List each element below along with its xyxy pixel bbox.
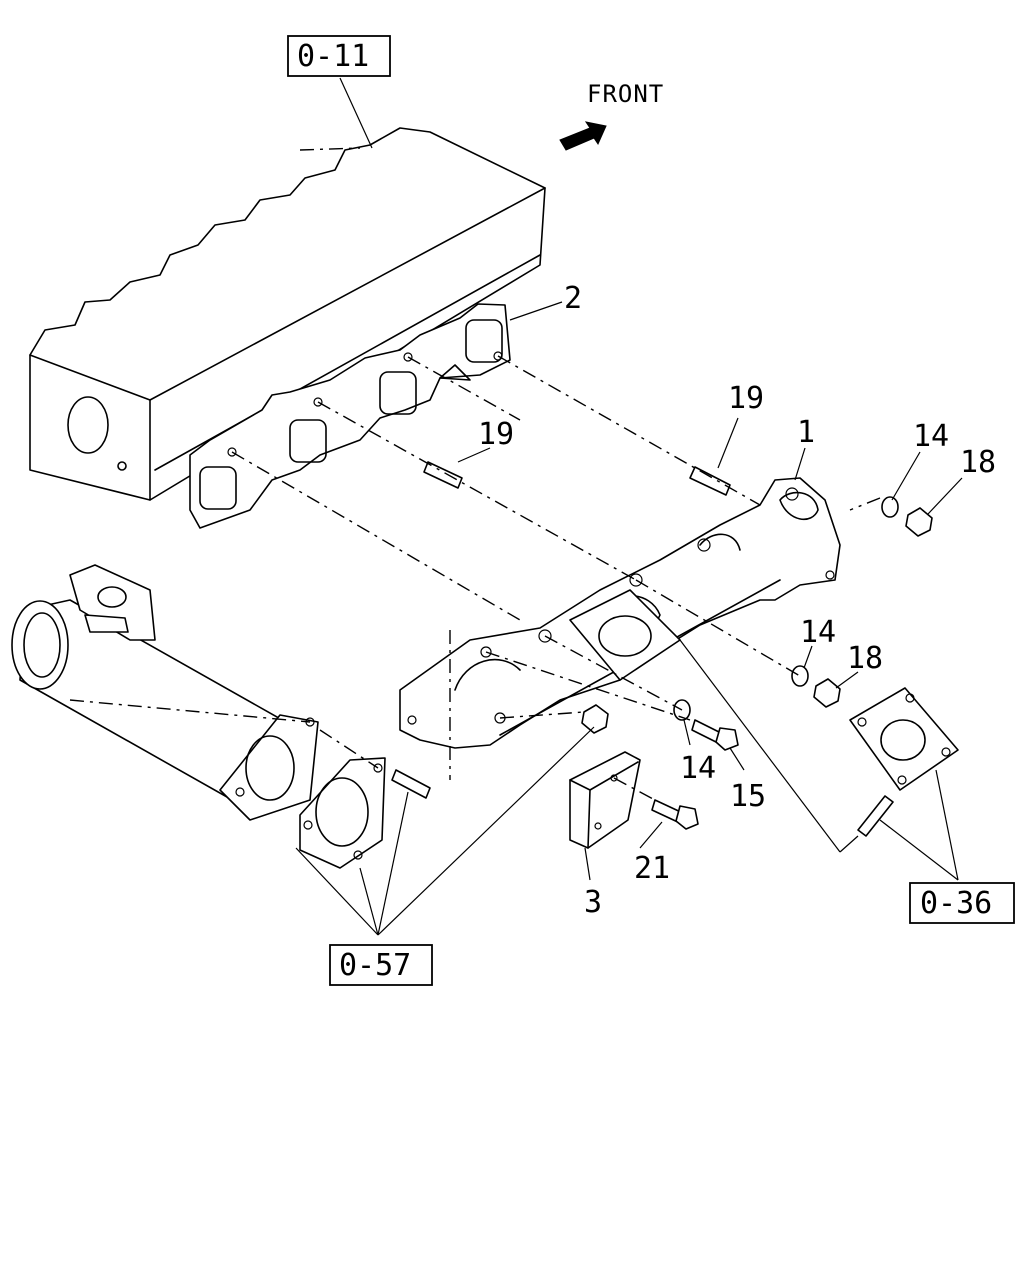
callout-21: 21 [634, 851, 670, 886]
nut-18-mid [813, 678, 841, 708]
stud-outlet [857, 795, 894, 837]
egr-cooler [11, 564, 386, 869]
front-label: FRONT [587, 80, 664, 108]
nut-18-top [905, 507, 933, 537]
callout-18-mid: 18 [847, 641, 883, 676]
front-arrow-icon [559, 121, 607, 151]
callout-19-right: 19 [728, 381, 764, 416]
assembly-centerlines [69, 147, 881, 801]
ref-top-label: 0-11 [297, 39, 369, 74]
callout-14-mid: 14 [800, 615, 836, 650]
front-direction: FRONT [559, 80, 664, 151]
outlet-gasket [849, 687, 959, 791]
reference-box-bottom-right: 0-36 [909, 882, 1015, 924]
callout-18-top: 18 [960, 445, 996, 480]
cylinder-head [29, 127, 546, 501]
exhaust-manifold [399, 477, 841, 749]
callout-1: 1 [797, 415, 815, 450]
callout-15: 15 [730, 779, 766, 814]
ref-bottom-right-label: 0-36 [920, 886, 992, 921]
stud-19-right [689, 466, 731, 496]
callout-19-left: 19 [478, 417, 514, 452]
stud-19-left [423, 461, 463, 489]
callout-2: 2 [564, 281, 582, 316]
stud-egr [391, 769, 431, 799]
bolt-21-head [675, 805, 699, 830]
manifold-gasket [189, 303, 511, 529]
callouts: 2 19 19 1 14 18 14 18 14 15 21 3 [478, 281, 996, 920]
callout-3: 3 [584, 885, 602, 920]
reference-box-top: 0-11 [287, 35, 391, 77]
bolt-15-head [715, 727, 739, 751]
callout-14-top: 14 [913, 419, 949, 454]
ref-bottom-left-label: 0-57 [339, 948, 411, 983]
washer-14-top [881, 496, 899, 518]
fasteners [391, 461, 933, 837]
leader-lines [295, 77, 963, 936]
washer-14-mid [791, 665, 809, 687]
heat-shield [569, 751, 641, 849]
callout-14-low: 14 [680, 751, 716, 786]
reference-box-bottom-left: 0-57 [329, 944, 433, 986]
nut-manifold [581, 704, 609, 734]
